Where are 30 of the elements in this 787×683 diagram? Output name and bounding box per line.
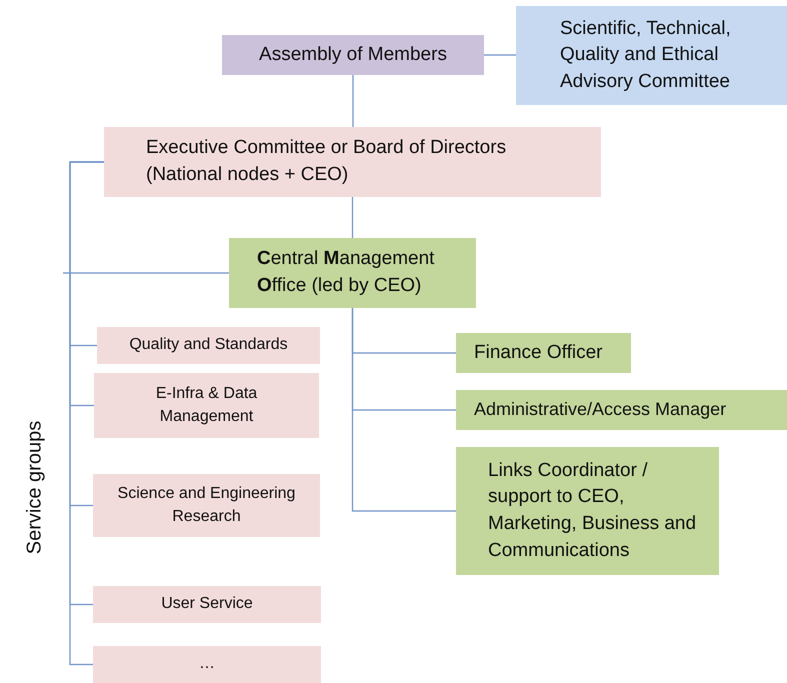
box-text: User Service <box>161 594 253 614</box>
box-text: Quality and Standards <box>129 335 288 356</box>
assembly-box <box>222 35 484 75</box>
box-text: Assembly of Members <box>259 42 447 67</box>
group-label: Service groups <box>24 420 46 556</box>
box-text: Executive Committee or Board of Directors (National nodes + CEO) <box>146 136 508 187</box>
org-box <box>94 373 319 438</box>
box-text: … <box>199 654 215 674</box>
connector-line <box>352 308 456 512</box>
box-text: Administrative/Access Manager <box>474 398 726 422</box>
office-box <box>456 447 719 575</box>
org-box <box>93 586 321 623</box>
connector-line <box>484 54 516 56</box>
org-box <box>97 327 320 364</box>
org-box <box>93 646 321 683</box>
box-text: Central Management Office (led by CEO) <box>257 247 436 298</box>
box-text: Science and Engineering Research <box>116 484 296 526</box>
box-text: E-Infra & Data Management <box>154 384 258 426</box>
connector-line <box>63 272 229 274</box>
box-text: Scientific, Technical, Quality and Ethical Advisory Committee <box>560 16 732 94</box>
committee-box <box>516 6 787 105</box>
office-box <box>229 238 476 308</box>
office-box <box>456 390 787 430</box>
org-box <box>93 474 320 537</box>
connector-line <box>352 75 354 127</box>
office-box <box>456 333 631 373</box>
box-text: Links Coordinator / support to CEO, Marketing, Business and Communications <box>488 458 698 563</box>
connector-line <box>352 197 354 238</box>
box-text: Finance Officer <box>474 340 602 365</box>
org-box <box>104 127 601 197</box>
